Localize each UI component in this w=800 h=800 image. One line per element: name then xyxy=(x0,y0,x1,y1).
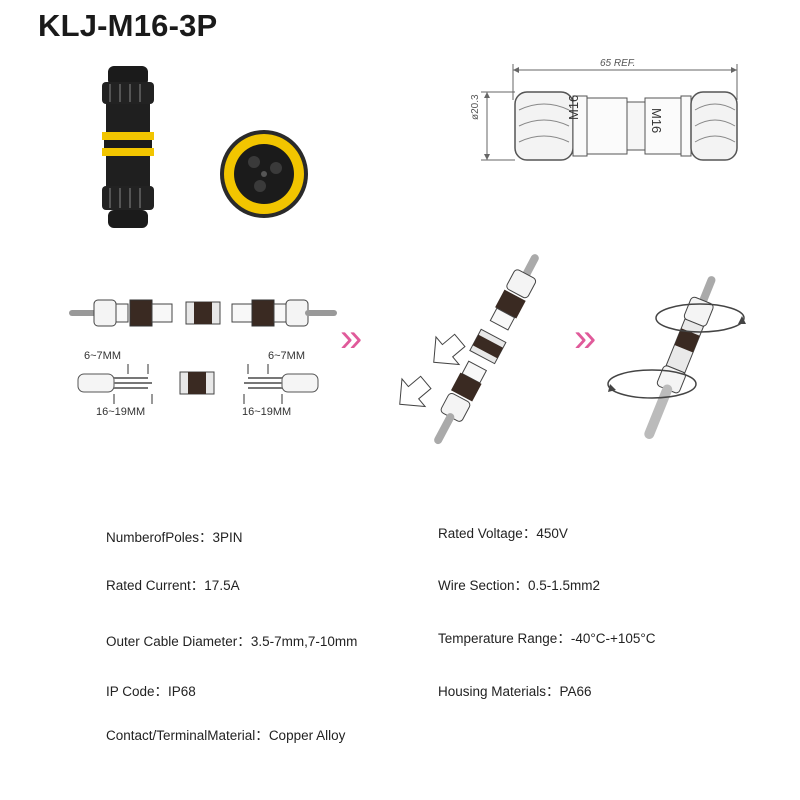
spec-value: 450V xyxy=(536,526,568,541)
spec-label: Outer Cable Diameter： xyxy=(106,634,251,649)
spec-label: Temperature Range： xyxy=(438,631,571,646)
product-title: KLJ-M16-3P xyxy=(38,8,218,43)
connector-end-photo xyxy=(220,130,308,218)
spec-value: Copper Alloy xyxy=(268,728,346,743)
exploded-assembly-view xyxy=(69,299,337,327)
spec-contact-material: Contact/TerminalMaterial：Copper Alloy xyxy=(106,724,345,744)
strip-length-long-right: 16~19MM xyxy=(242,406,292,418)
strip-length-long-left: 16~19MM xyxy=(96,406,146,418)
spec-value: IP68 xyxy=(168,684,196,699)
spec-housing-materials: Housing Materials：PA66 xyxy=(438,680,592,700)
spec-rated-voltage: Rated Voltage：450V xyxy=(438,522,568,542)
wire-stripping-diagram xyxy=(77,364,319,404)
diameter-dimension-label: ø20.3 xyxy=(470,94,481,120)
spec-label: IP Code： xyxy=(106,684,169,699)
strip-length-short-left: 6~7MM xyxy=(84,350,121,362)
spec-ip-code: IP Code：IP68 xyxy=(106,680,196,700)
spec-label: Rated Voltage： xyxy=(438,526,537,541)
spec-value: 0.5-1.5mm2 xyxy=(528,578,601,593)
spec-rated-current: Rated Current：17.5A xyxy=(106,574,240,594)
spec-label: NumberofPoles： xyxy=(106,530,213,545)
thread-label-right: M16 xyxy=(649,108,664,134)
spec-outer-cable-diameter: Outer Cable Diameter：3.5-7mm,7-10mm xyxy=(106,630,357,650)
spec-value: 17.5A xyxy=(204,578,240,593)
spec-value: -40°C-+105°C xyxy=(570,631,656,646)
assembly-step-illustration xyxy=(399,254,539,445)
connector-side-photo xyxy=(102,66,154,228)
spec-number-of-poles: NumberofPoles：3PIN xyxy=(106,526,243,546)
tightening-step-illustration xyxy=(607,276,746,440)
thread-label-left: M16 xyxy=(566,94,581,120)
spec-label: Rated Current： xyxy=(106,578,205,593)
spec-wire-section: Wire Section：0.5-1.5mm2 xyxy=(438,574,600,594)
spec-label: Contact/TerminalMaterial： xyxy=(106,728,269,743)
spec-value: PA66 xyxy=(559,684,592,699)
length-dimension-label: 65 REF. xyxy=(600,58,636,69)
step-arrow-1: » xyxy=(340,316,363,360)
spec-label: Housing Materials： xyxy=(438,684,560,699)
dimension-drawing xyxy=(481,64,738,161)
spec-temperature-range: Temperature Range：-40°C-+105°C xyxy=(438,627,656,647)
step-arrow-2: » xyxy=(574,316,597,360)
spec-value: 3PIN xyxy=(212,530,243,545)
strip-length-short-right: 6~7MM xyxy=(268,350,305,362)
spec-label: Wire Section： xyxy=(438,578,529,593)
spec-value: 3.5-7mm,7-10mm xyxy=(250,634,358,649)
